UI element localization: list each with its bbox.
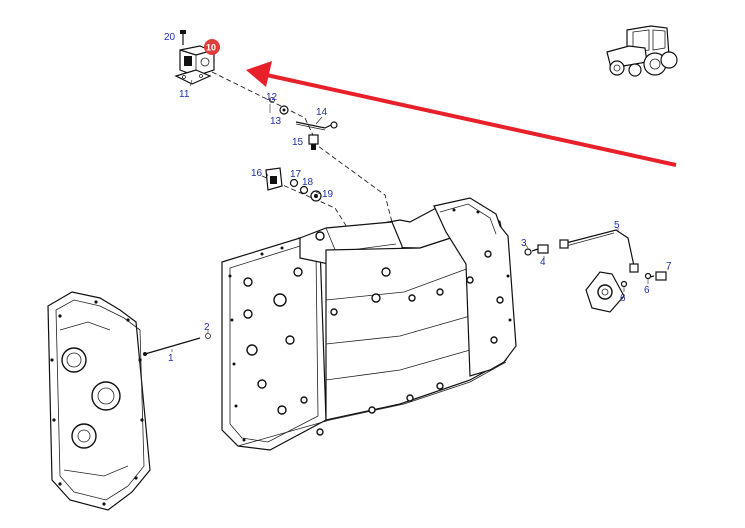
part-5-pipe	[559, 229, 639, 273]
part-4-union	[531, 244, 549, 254]
part-filter-bracket	[585, 271, 625, 313]
callout-10-badge[interactable]: 10	[204, 39, 220, 55]
part-7-bolt	[649, 271, 667, 281]
callout-15[interactable]: 15	[292, 137, 304, 148]
callout-labels: 20 10 11 12 13 14 15 16 17 18 19 3 4 5 6…	[164, 32, 672, 364]
part-12-washer	[269, 97, 275, 103]
assembly-line-mid	[261, 175, 351, 233]
callout-6a[interactable]: 6	[620, 293, 626, 304]
part-6-washer-b	[644, 272, 652, 280]
callout-7[interactable]: 7	[666, 261, 672, 272]
callout-5[interactable]: 5	[614, 220, 620, 231]
tractor-icon	[606, 25, 678, 77]
callout-2[interactable]: 2	[204, 322, 210, 333]
callout-4[interactable]: 4	[540, 257, 546, 268]
callout-6b[interactable]: 6	[644, 285, 650, 296]
part-13-nut	[279, 105, 289, 115]
part-14-pipe	[295, 121, 338, 131]
highlight-arrow	[246, 61, 677, 167]
leader-lines	[171, 79, 669, 352]
callout-10[interactable]: 10	[206, 43, 216, 53]
part-16-valve	[265, 167, 283, 191]
callout-11[interactable]: 11	[179, 89, 190, 100]
callout-14[interactable]: 14	[316, 107, 328, 118]
callout-3[interactable]: 3	[521, 238, 527, 249]
part-2-ring	[205, 333, 211, 339]
part-20-screw	[180, 30, 186, 45]
callout-19[interactable]: 19	[322, 189, 334, 200]
callout-20[interactable]: 20	[164, 32, 176, 43]
callout-13[interactable]: 13	[270, 116, 282, 127]
callout-1[interactable]: 1	[168, 353, 174, 364]
part-1-rod	[143, 337, 201, 356]
part-6-washer-a	[620, 280, 628, 288]
callout-18[interactable]: 18	[302, 177, 314, 188]
front-cover-plate	[47, 291, 151, 511]
part-11-gasket	[174, 69, 212, 85]
transmission-housing	[221, 197, 517, 451]
callout-16[interactable]: 16	[251, 168, 263, 179]
callout-17[interactable]: 17	[290, 169, 302, 180]
part-18-ring	[299, 185, 309, 195]
part-19-plug	[310, 190, 322, 202]
part-15-fitting	[308, 134, 319, 150]
callout-12[interactable]: 12	[266, 92, 278, 103]
part-3-washer	[524, 248, 532, 256]
part-17-ring	[289, 178, 299, 188]
